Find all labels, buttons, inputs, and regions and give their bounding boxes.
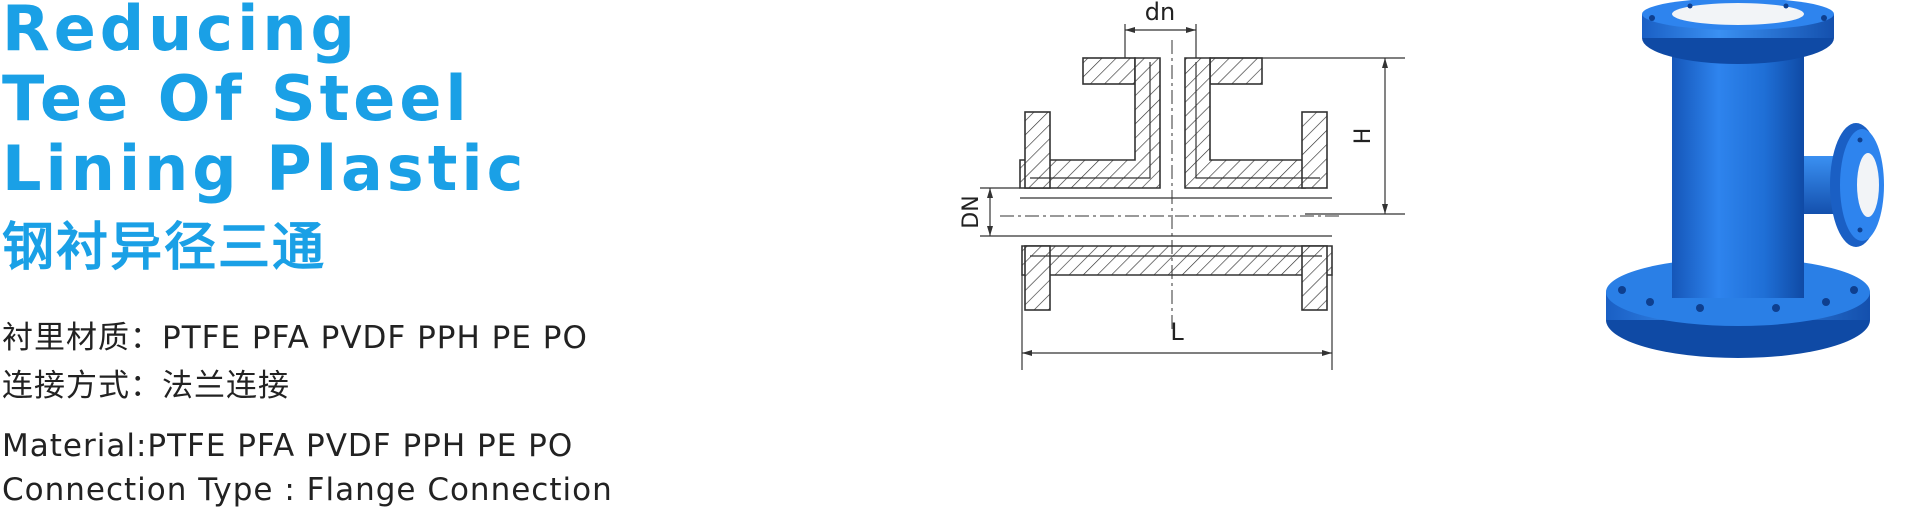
spec-label: Material: (2, 428, 148, 464)
product-illustration (1606, 0, 1884, 358)
pipe-wall-hatch (1019, 57, 1333, 311)
dim-label-height: H (1351, 128, 1376, 145)
lining-outline (1020, 62, 1332, 257)
spec-value: PTFE PFA PVDF PPH PE PO (162, 320, 588, 356)
spec-value: Flange Connection (306, 472, 613, 508)
spec-material-cn: 衬里材质：PTFE PFA PVDF PPH PE PO (2, 318, 588, 358)
cross-section-diagram: dn H DN L (959, 0, 1405, 370)
tee-body (1606, 0, 1884, 358)
dimension-arrows (987, 27, 1388, 356)
spec-connection-en: Connection Type : Flange Connection (2, 470, 613, 510)
spec-label: 连接方式： (2, 368, 162, 404)
spec-value: 法兰连接 (162, 368, 290, 404)
title-line-1: Reducing (2, 0, 359, 65)
dimension-lines (980, 24, 1405, 370)
title-line-2: Tee Of Steel (2, 62, 471, 135)
product-title: Reducing Tee Of Steel Lining Plastic (2, 0, 527, 204)
spec-value: PTFE PFA PVDF PPH PE PO (147, 428, 574, 464)
spec-label: 衬里材质： (2, 320, 162, 356)
center-lines (1000, 40, 1340, 330)
dim-label-dn-large: DN (959, 195, 984, 228)
title-chinese: 钢衬异径三通 (2, 218, 327, 278)
dim-label-length: L (1170, 318, 1184, 346)
spec-material-en: Material:PTFE PFA PVDF PPH PE PO (2, 426, 573, 466)
spec-connection-cn: 连接方式：法兰连接 (2, 366, 290, 406)
title-line-3: Lining Plastic (2, 132, 528, 205)
dim-label-dn-small: dn (1145, 0, 1175, 26)
spec-label: Connection Type : (2, 472, 307, 508)
